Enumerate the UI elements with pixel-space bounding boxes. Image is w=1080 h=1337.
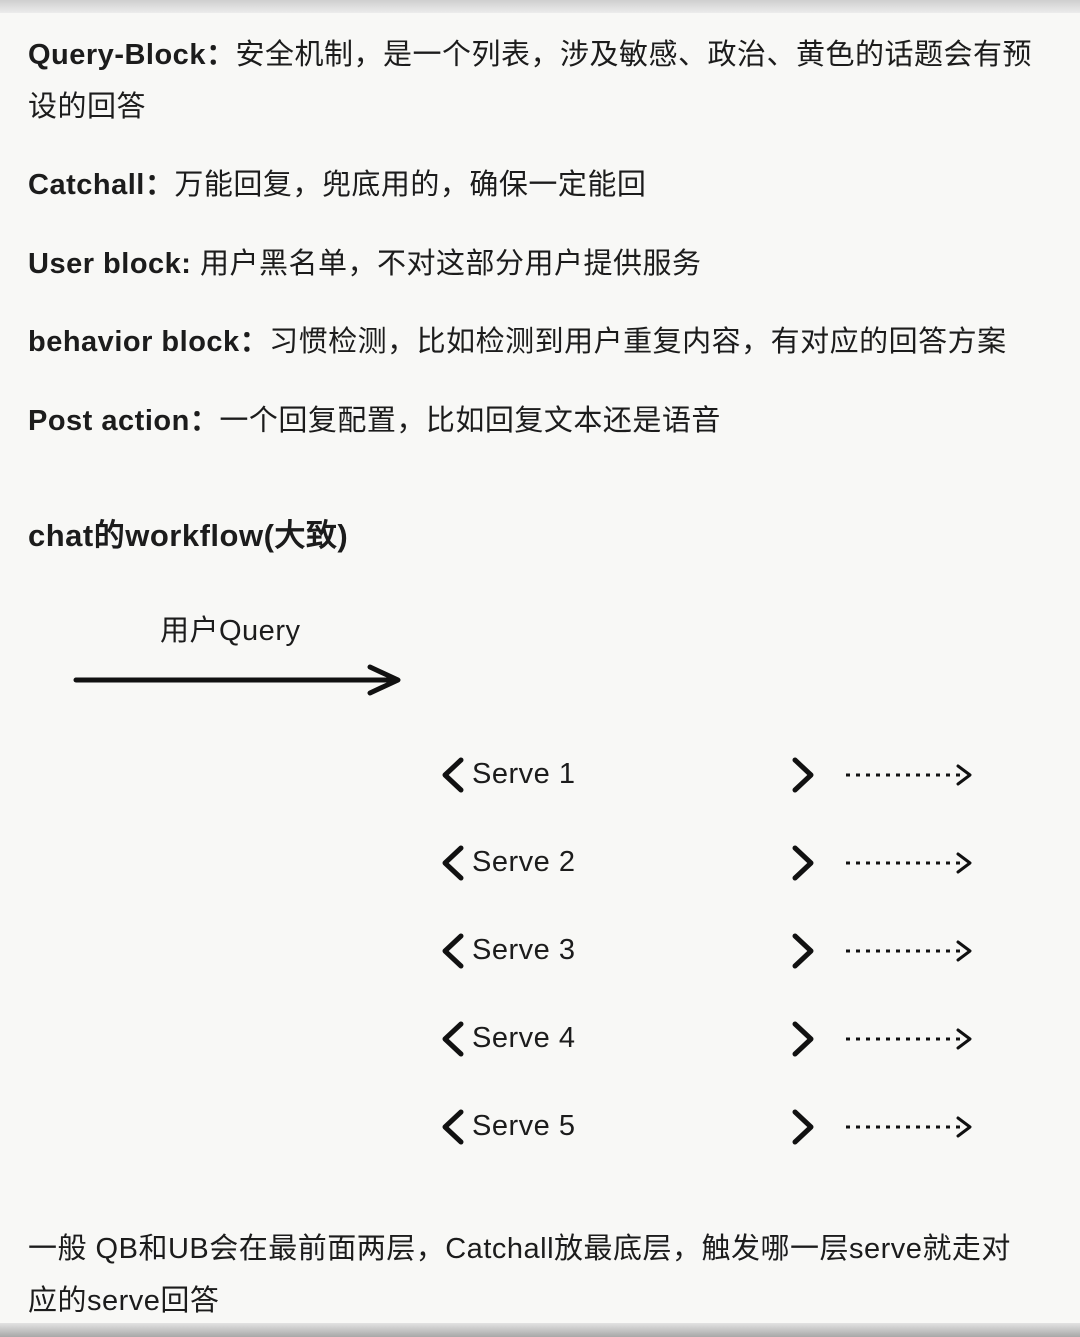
note-term: Query-Block：: [28, 39, 236, 71]
note-catchall: Catchall：万能回复，兜底用的，确保一定能回: [28, 160, 1052, 212]
note-term: behavior block：: [28, 326, 270, 359]
dashed-arrow-icon: [846, 1116, 972, 1138]
chevron-left-icon: [442, 757, 464, 793]
serve-label: Serve 4: [472, 1022, 576, 1055]
note-term: Catchall：: [28, 169, 175, 202]
serve-left: Serve 1: [440, 755, 790, 795]
dashed-arrow-icon: [846, 764, 972, 786]
bottom-edge-strip: [0, 1323, 1080, 1337]
chevron-right-icon: [792, 845, 814, 881]
chevron-right-icon: [792, 757, 814, 793]
note-desc: 用户黑名单，不对这部分用户提供服务: [191, 247, 702, 280]
chevron-right-icon: [792, 933, 814, 969]
serve-list: Serve 1 Serve 2 Serve 3: [440, 731, 1052, 1171]
chevron-left-icon: [442, 1021, 464, 1057]
footer-note: 一般 QB和UB会在最前面两层，Catchall放最底层，触发哪一层serve就…: [28, 1232, 1011, 1317]
note-post-action: Post action：一个回复配置，比如回复文本还是语音: [28, 396, 1052, 448]
dashed-arrow-icon: [846, 940, 972, 962]
dashed-arrow-icon: [846, 1028, 972, 1050]
chevron-right-icon: [792, 1109, 814, 1145]
serve-left: Serve 4: [440, 1019, 790, 1059]
serve-left: Serve 5: [440, 1107, 790, 1147]
note-query-block: Query-Block：安全机制，是一个列表，涉及敏感、政治、黄色的话题会有预设…: [28, 30, 1052, 133]
chevron-left-icon: [442, 1109, 464, 1145]
chevron-left-icon: [442, 933, 464, 969]
serve-row: Serve 5: [440, 1083, 1052, 1171]
note-term: User block:: [28, 247, 192, 280]
note-behavior-block: behavior block：习惯检测，比如检测到用户重复内容，有对应的回答方案: [28, 317, 1052, 369]
note-term: Post action：: [28, 405, 220, 438]
dashed-arrow-icon: [846, 852, 972, 874]
serve-left: Serve 3: [440, 931, 790, 971]
serve-left: Serve 2: [440, 843, 790, 883]
note-desc: 安全机制，是一个列表，涉及敏感、政治、黄色的话题会有预设的回答: [28, 39, 1032, 123]
serve-label: Serve 2: [472, 846, 576, 879]
user-query-label: 用户Query: [160, 614, 301, 647]
note-desc: 一个回复配置，比如回复文本还是语音: [219, 405, 721, 438]
chevron-right-icon: [792, 1021, 814, 1057]
arrow-right-icon: [73, 664, 401, 696]
serve-label: Serve 1: [472, 758, 576, 791]
note-user-block: User block: 用户黑名单，不对这部分用户提供服务: [28, 239, 1052, 291]
workflow-diagram: 用户Query Serve 1 Serve 2: [28, 607, 1052, 1171]
serve-label: Serve 5: [472, 1110, 576, 1143]
chevron-left-icon: [442, 845, 464, 881]
serve-row: Serve 3: [440, 907, 1052, 995]
note-desc: 习惯检测，比如检测到用户重复内容，有对应的回答方案: [269, 326, 1007, 359]
serve-row: Serve 4: [440, 995, 1052, 1083]
serve-label: Serve 3: [472, 934, 576, 967]
note-desc: 万能回复，兜底用的，确保一定能回: [174, 169, 647, 202]
serve-row: Serve 2: [440, 819, 1052, 907]
serve-row: Serve 1: [440, 731, 1052, 819]
workflow-heading: chat的workflow(大致): [28, 517, 349, 553]
top-edge-strip: [0, 0, 1080, 13]
